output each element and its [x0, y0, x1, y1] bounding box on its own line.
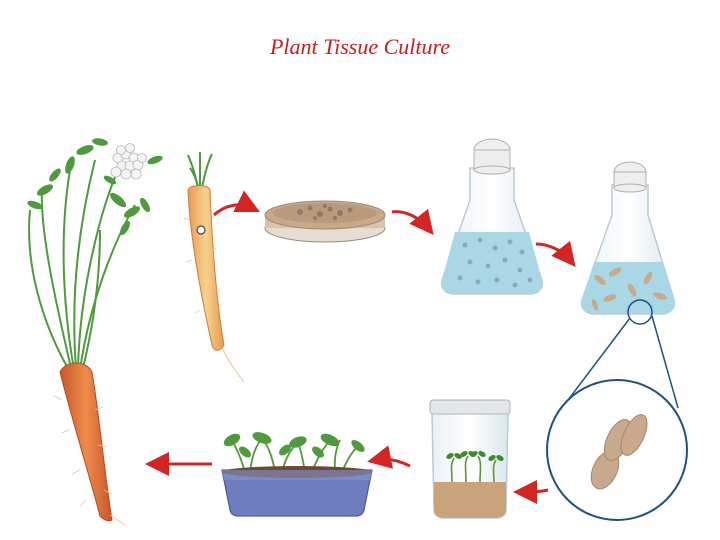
arrow-jar-to-tray	[367, 445, 411, 469]
callus-petri-dish	[264, 200, 386, 243]
arrow-flask-to-flask	[535, 240, 576, 268]
magnify-ring	[627, 299, 653, 325]
explant-cut-marker	[196, 225, 206, 235]
cotton-plug	[473, 138, 511, 175]
arrow-closeup-to-jar	[513, 479, 549, 504]
root-explant	[183, 152, 245, 383]
arrow-dish-to-flask	[391, 208, 434, 236]
cell-suspension-flask	[440, 138, 544, 295]
plantlet-jar	[429, 399, 511, 519]
mature-carrot-plant	[27, 138, 163, 526]
arrow-explant-to-dish	[212, 190, 261, 217]
cotton-plug	[613, 161, 647, 193]
seedling-tray	[221, 432, 373, 517]
process-arrows	[145, 190, 576, 504]
diagram-title: Plant Tissue Culture	[269, 34, 451, 59]
somatic-embryo-closeup	[546, 315, 688, 521]
embryo-flask	[580, 161, 676, 325]
